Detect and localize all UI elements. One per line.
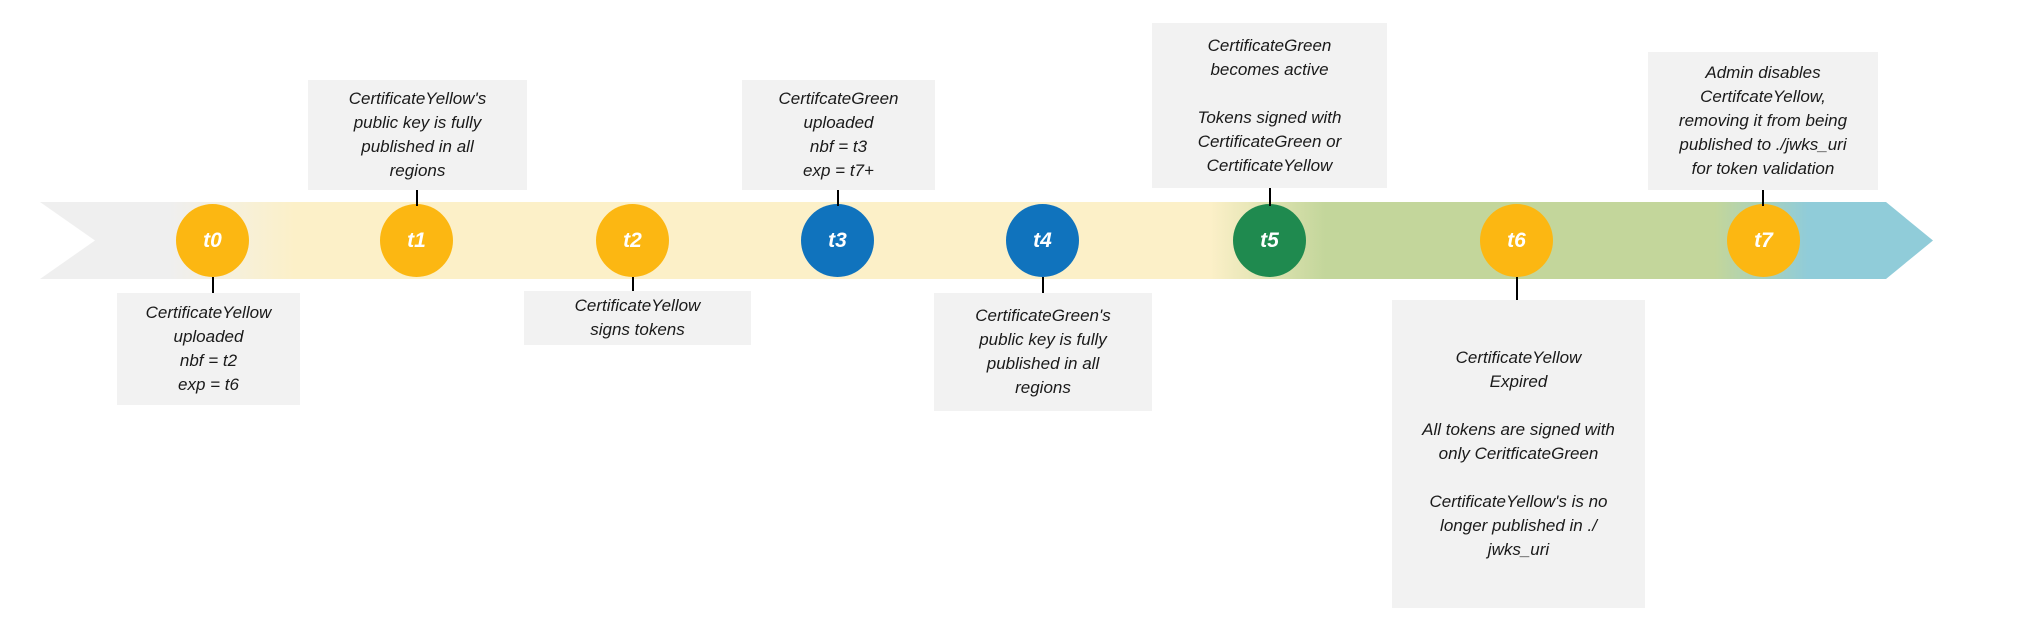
event-callout-t0: CertificateYellow uploaded nbf = t2 exp … bbox=[117, 293, 300, 405]
event-circle-t1: t1 bbox=[380, 204, 453, 277]
leader-line-t5 bbox=[1269, 188, 1271, 206]
event-circle-t7: t7 bbox=[1727, 204, 1800, 277]
event-callout-t4: CertificateGreen's public key is fully p… bbox=[934, 293, 1152, 411]
event-callout-t2-text: CertificateYellow signs tokens bbox=[574, 296, 701, 339]
leader-line-t2 bbox=[632, 277, 634, 291]
event-callout-t3-text: CertifcateGreen uploaded nbf = t3 exp = … bbox=[778, 89, 899, 180]
event-callout-t1: CertificateYellow's public key is fully … bbox=[308, 80, 527, 190]
leader-line-t1 bbox=[416, 190, 418, 206]
event-callout-t5: CertificateGreen becomes active Tokens s… bbox=[1152, 23, 1387, 188]
event-circle-t2: t2 bbox=[596, 204, 669, 277]
event-callout-t7-text: Admin disables CertifcateYellow, removin… bbox=[1678, 63, 1848, 178]
event-circle-t5: t5 bbox=[1233, 204, 1306, 277]
leader-line-t7 bbox=[1762, 190, 1764, 206]
event-callout-t5-text: CertificateGreen becomes active Tokens s… bbox=[1197, 35, 1342, 175]
event-callout-t6-text: CertificateYellow Expired All tokens are… bbox=[1422, 348, 1615, 559]
leader-line-t3 bbox=[837, 190, 839, 206]
event-callout-t7: Admin disables CertifcateYellow, removin… bbox=[1648, 52, 1878, 190]
event-callout-t3: CertifcateGreen uploaded nbf = t3 exp = … bbox=[742, 80, 935, 190]
event-callout-t2: CertificateYellow signs tokens bbox=[524, 291, 751, 345]
event-callout-t0-text: CertificateYellow uploaded nbf = t2 exp … bbox=[145, 303, 272, 394]
event-callout-t4-text: CertificateGreen's public key is fully p… bbox=[975, 306, 1111, 397]
leader-line-t4 bbox=[1042, 277, 1044, 293]
event-callout-t1-text: CertificateYellow's public key is fully … bbox=[348, 89, 487, 180]
leader-line-t0 bbox=[212, 277, 214, 293]
event-circle-t0: t0 bbox=[176, 204, 249, 277]
event-circle-t3: t3 bbox=[801, 204, 874, 277]
leader-line-t6 bbox=[1516, 277, 1518, 300]
event-callout-t6: CertificateYellow Expired All tokens are… bbox=[1392, 300, 1645, 608]
event-circle-t4: t4 bbox=[1006, 204, 1079, 277]
timeline-arrow-band bbox=[40, 202, 1933, 279]
event-circle-t6: t6 bbox=[1480, 204, 1553, 277]
